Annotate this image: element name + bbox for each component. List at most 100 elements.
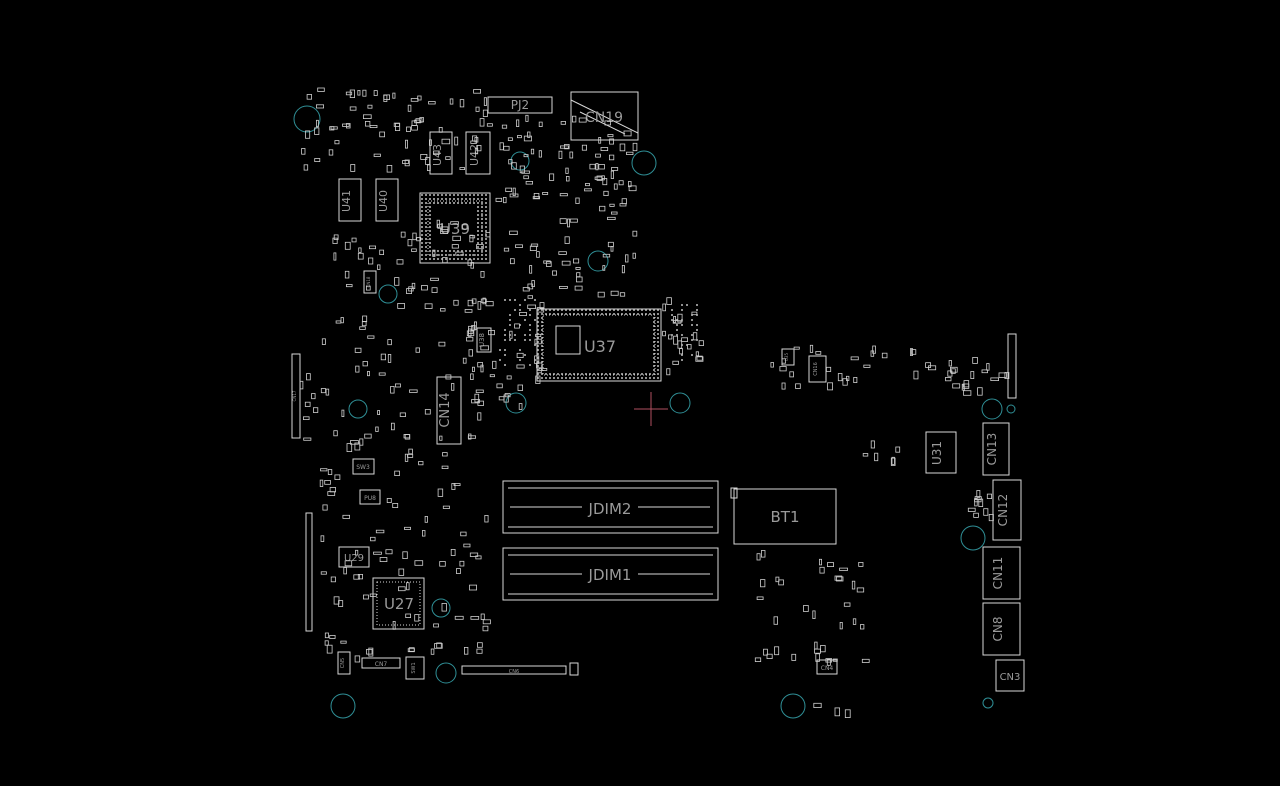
smd-pad xyxy=(475,106,480,112)
smd-pad xyxy=(852,618,857,625)
smd-pad xyxy=(521,170,530,174)
cn11-connector[interactable]: CN11 xyxy=(982,546,1021,600)
cn5-connector[interactable]: CN5 xyxy=(337,651,351,675)
bga-ball xyxy=(485,250,487,252)
bga-ball xyxy=(577,377,579,379)
smd-pad xyxy=(340,640,347,644)
smd-pad xyxy=(600,147,609,151)
cn6-connector[interactable]: CN6 xyxy=(461,662,579,676)
smd-pad xyxy=(418,461,424,466)
bga-ball xyxy=(477,218,479,220)
smd-pad xyxy=(673,335,678,345)
u29-label: U29 xyxy=(344,553,364,564)
smd-pad xyxy=(324,640,329,646)
u40-chip[interactable]: U40 xyxy=(375,178,399,222)
bga-ball xyxy=(421,210,423,212)
smd-pad xyxy=(509,258,515,265)
jdim1-slot[interactable]: JDIM1 xyxy=(502,547,719,601)
bga-ball xyxy=(477,234,479,236)
bga-ball xyxy=(657,369,659,371)
smd-pad xyxy=(398,568,405,576)
smd-pad xyxy=(858,562,864,567)
bga-ball xyxy=(545,313,547,315)
bga-ball xyxy=(657,329,659,331)
smd-pad xyxy=(518,403,523,410)
u29-chip[interactable]: U29 xyxy=(338,546,370,568)
cn13-connector[interactable]: CN13 xyxy=(982,422,1010,476)
bga-ball xyxy=(421,230,423,232)
bga-ball xyxy=(453,258,455,260)
smd-pad xyxy=(632,230,638,237)
smd-pad xyxy=(367,335,375,339)
cn8-connector[interactable]: CN8 xyxy=(982,602,1021,656)
smd-pad xyxy=(610,290,619,296)
bga-ball xyxy=(691,314,693,316)
sw1-switch[interactable]: SW1 xyxy=(405,656,425,680)
bga-ball xyxy=(473,250,475,252)
bga-ball xyxy=(541,345,543,347)
smd-pad xyxy=(998,372,1007,378)
smd-pad xyxy=(976,490,981,498)
bga-ball xyxy=(524,299,526,301)
cn17-connector[interactable]: CN17 xyxy=(291,353,301,439)
bga-ball xyxy=(504,354,506,356)
u31-chip[interactable]: U31 xyxy=(925,431,957,474)
bga-ball xyxy=(441,194,443,196)
cn16-connector[interactable]: CN16 xyxy=(808,355,827,383)
pj2-connector[interactable]: PJ2 xyxy=(487,96,553,114)
smd-pad xyxy=(459,560,465,567)
smd-pad xyxy=(891,456,895,465)
cn12-connector[interactable]: CN12 xyxy=(992,479,1022,541)
cn11-label: CN11 xyxy=(991,557,1005,590)
jdim2-slot[interactable]: JDIM2 xyxy=(502,480,719,534)
u37-cpu[interactable]: U37 xyxy=(536,308,662,382)
bga-ball xyxy=(629,373,631,375)
smd-pad xyxy=(561,260,571,266)
smd-pad xyxy=(825,658,833,663)
sw3-switch[interactable]: SW3 xyxy=(352,458,375,475)
smd-pad xyxy=(628,185,637,192)
u35-chip[interactable]: U35 xyxy=(781,348,795,366)
bga-ball xyxy=(445,250,447,252)
bga-ball xyxy=(537,357,539,359)
smd-pad xyxy=(424,409,431,415)
smd-pad xyxy=(619,203,627,207)
smd-pad xyxy=(476,648,483,654)
bt1-battery[interactable]: BT1 xyxy=(730,487,837,545)
smd-pad xyxy=(477,412,482,421)
smd-pad xyxy=(449,98,454,105)
pu8-chip[interactable]: PU8 xyxy=(359,489,381,505)
right-edge-connector[interactable] xyxy=(1007,333,1017,399)
u27-chip[interactable]: U27 xyxy=(372,577,425,630)
bga-ball xyxy=(541,333,543,335)
cn3-connector[interactable]: CN3 xyxy=(995,659,1025,692)
smd-pad xyxy=(986,363,990,371)
bga-ball xyxy=(553,309,555,311)
smd-pad xyxy=(861,658,870,663)
cn19-connector[interactable]: CN19 xyxy=(570,91,639,141)
smd-pad xyxy=(320,468,328,472)
left-edge-connector[interactable] xyxy=(305,512,313,632)
bga-ball xyxy=(681,334,683,336)
bga-ball xyxy=(485,214,487,216)
bga-ball xyxy=(465,194,467,196)
u38-chip[interactable]: U38 xyxy=(476,327,492,353)
smd-pad xyxy=(793,346,800,350)
cn7-connector[interactable]: CN7 xyxy=(361,657,401,669)
bga-ball xyxy=(671,309,673,311)
cn14-connector[interactable]: CN14 xyxy=(436,376,462,445)
bga-ball xyxy=(653,337,655,339)
u41-chip[interactable]: U41 xyxy=(338,178,362,222)
pj2-label: PJ2 xyxy=(511,98,529,112)
smd-pad xyxy=(589,163,596,170)
bga-ball xyxy=(485,198,487,200)
smd-pad xyxy=(851,580,856,590)
bga-ball xyxy=(657,317,659,319)
bga-ball xyxy=(641,377,643,379)
bga-ball xyxy=(621,377,623,379)
bga-ball xyxy=(514,339,516,341)
cn18-connector[interactable]: CN18 xyxy=(363,270,377,294)
bga-ball xyxy=(657,313,659,315)
bga-ball xyxy=(681,344,683,346)
